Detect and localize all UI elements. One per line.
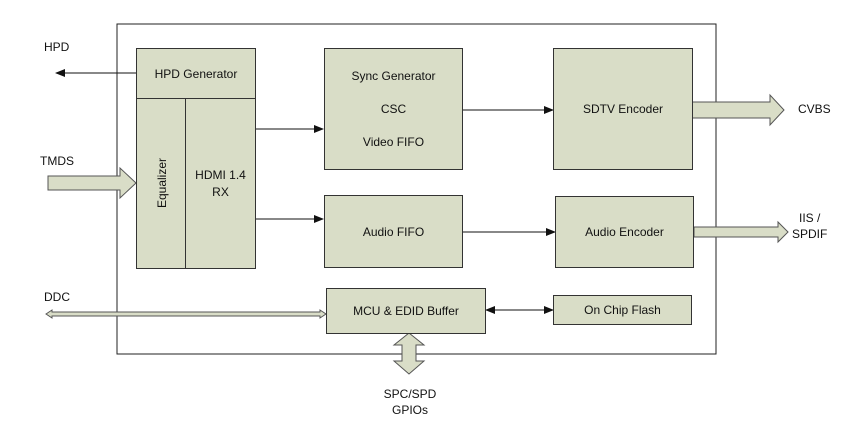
hdmi-rx-block: HDMI 1.4 RX bbox=[185, 98, 256, 269]
hdmi-rx-label-line1: HDMI 1.4 bbox=[195, 167, 246, 182]
cvbs-output-arrow bbox=[691, 93, 785, 127]
sdtv-encoder-label: SDTV Encoder bbox=[582, 102, 664, 116]
hpd-generator-block: HPD Generator bbox=[136, 48, 256, 99]
mcu-edid-block: MCU & EDID Buffer bbox=[326, 288, 486, 334]
video-fifo-label: Video FIFO bbox=[362, 135, 425, 149]
audio-fifo-label: Audio FIFO bbox=[362, 224, 425, 239]
on-chip-flash-block: On Chip Flash bbox=[553, 295, 692, 325]
ddc-bidirectional-arrow bbox=[45, 309, 327, 319]
sdtv-encoder-block: SDTV Encoder bbox=[553, 48, 693, 170]
csc-label: CSC bbox=[380, 102, 407, 116]
gpio-label-line1: SPC/SPD bbox=[383, 387, 437, 401]
iis-label-line1: IIS / bbox=[799, 211, 821, 225]
on-chip-flash-label: On Chip Flash bbox=[584, 303, 661, 317]
iis-label-line2: SPDIF bbox=[792, 227, 828, 241]
iis-spdif-output-arrow bbox=[693, 220, 789, 244]
iis-label: IIS / SPDIF bbox=[792, 210, 827, 242]
hpd-label: HPD bbox=[44, 40, 70, 54]
audio-encoder-block: Audio Encoder bbox=[555, 196, 694, 268]
hdmi-rx-label-line2: RX bbox=[212, 184, 229, 199]
equalizer-block: Equalizer bbox=[136, 98, 186, 269]
mcu-edid-label: MCU & EDID Buffer bbox=[353, 304, 459, 318]
gpio-label-line2: GPIOs bbox=[391, 403, 428, 417]
gpio-label: SPC/SPD GPIOs bbox=[380, 386, 440, 418]
audio-fifo-block: Audio FIFO bbox=[324, 195, 463, 268]
ddc-label: DDC bbox=[44, 290, 70, 304]
tmds-label: TMDS bbox=[40, 154, 74, 168]
hpd-generator-label: HPD Generator bbox=[154, 66, 238, 81]
cvbs-label: CVBS bbox=[798, 102, 831, 116]
sync-generator-label: Sync Generator bbox=[351, 69, 436, 83]
gpio-bidirectional-arrow bbox=[392, 332, 426, 375]
video-processing-block: Sync Generator CSC Video FIFO bbox=[324, 48, 463, 170]
equalizer-label: Equalizer bbox=[155, 157, 169, 209]
tmds-input-arrow bbox=[47, 166, 137, 200]
audio-encoder-label: Audio Encoder bbox=[585, 225, 664, 239]
